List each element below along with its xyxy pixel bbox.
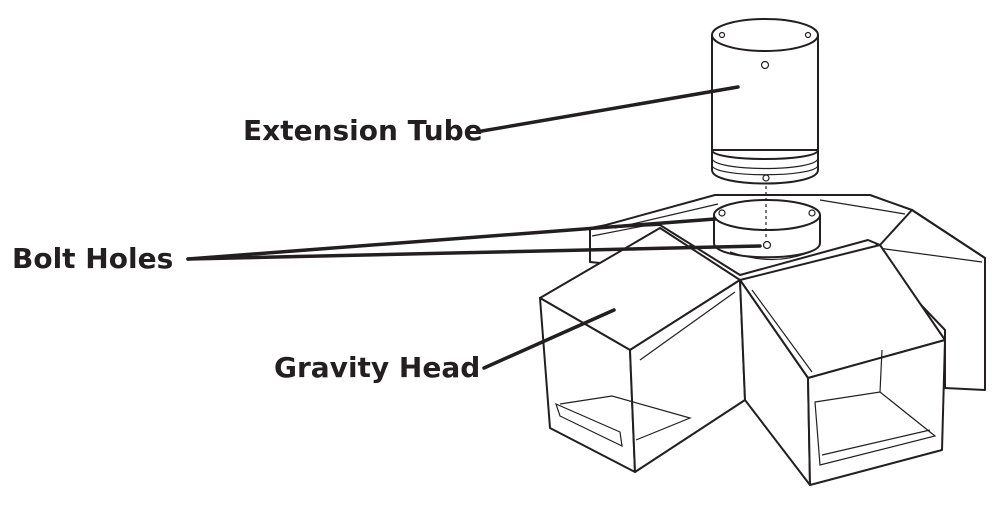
tube-bolt-hole-right [804, 31, 812, 39]
extension-tube-leader [480, 85, 740, 133]
bolt-holes-label: Bolt Holes [12, 242, 174, 275]
bolt-hole-left [718, 209, 726, 217]
bolt-hole-right [808, 209, 816, 217]
bolt-hole-front [762, 240, 772, 250]
collar [713, 199, 821, 261]
front-left-arm [539, 227, 746, 473]
front-right-arm [739, 244, 946, 486]
extension-tube-label: Extension Tube [243, 114, 483, 147]
bolt-holes-leader-upper [186, 217, 717, 261]
tube-bolt-hole-bottom [762, 174, 770, 182]
tube-bolt-hole [760, 60, 770, 70]
gravity-head-leader [482, 308, 616, 370]
tube-bolt-hole-left [718, 31, 726, 39]
bolt-holes-leader-lower [186, 244, 762, 261]
gravity-head-label: Gravity Head [274, 351, 481, 384]
extension-tube [711, 18, 819, 185]
